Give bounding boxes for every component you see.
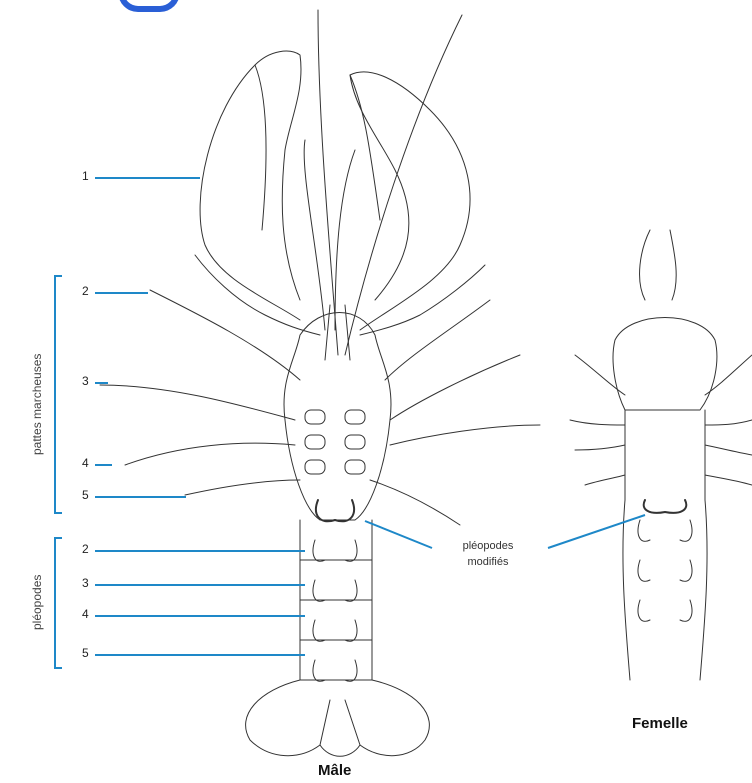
walking-leg (100, 385, 295, 420)
antennule (335, 150, 355, 330)
female-cephalothorax (613, 318, 717, 411)
tail-fan (246, 680, 430, 756)
male-antenna-right (345, 15, 462, 355)
antennule (304, 140, 325, 330)
left-claw (200, 51, 301, 320)
walking-leg (390, 425, 540, 445)
female-walking-legs (570, 355, 625, 485)
coxa (305, 410, 325, 424)
female-pleopod (638, 520, 692, 541)
male-caption: Mâle (318, 762, 351, 779)
walking-leg (150, 290, 300, 380)
right-claw-finger (350, 75, 380, 220)
walking-leg (390, 355, 520, 420)
female-abdomen (623, 500, 707, 680)
coxa (305, 460, 325, 474)
label-1: 1 (82, 169, 89, 183)
female-caption: Femelle (632, 715, 688, 732)
male-pleopod (313, 620, 357, 641)
label-2: 2 (82, 284, 89, 298)
coxa (345, 410, 365, 424)
label-5: 5 (82, 488, 89, 502)
callout-line-female (548, 515, 645, 548)
walking-leg (370, 480, 460, 525)
label-3: 3 (82, 374, 89, 388)
group-label-walking-legs: pattes marcheuses (30, 354, 44, 455)
coxa (345, 435, 365, 449)
female-pleopod (638, 600, 692, 621)
coxa (345, 460, 365, 474)
callout-modified-pleopods: pléopodes modifiés (428, 538, 548, 570)
female-modified-pleopods (644, 500, 687, 513)
modified-pleopods (316, 500, 354, 521)
female-pleopod (638, 560, 692, 581)
female-antennae (640, 230, 677, 300)
female-thorax-sides (625, 410, 705, 500)
callout-line2: modifiés (428, 554, 548, 570)
callout-line1: pléopodes (428, 538, 548, 554)
female-walking-legs (705, 355, 752, 485)
right-claw (350, 72, 470, 330)
group-label-pleopods: pléopodes (30, 575, 44, 630)
abdomen-segments (300, 560, 372, 640)
left-claw-finger (255, 65, 266, 230)
tail-fan-lines (320, 700, 360, 745)
right-carpus (360, 265, 485, 335)
pleopod-label-3: 3 (82, 576, 89, 590)
male-pleopod (313, 580, 357, 601)
pleopod-label-5: 5 (82, 646, 89, 660)
male-pleopod (313, 540, 357, 561)
bracket-walking-legs (55, 276, 62, 513)
walking-leg (185, 480, 300, 495)
coxa (305, 435, 325, 449)
bracket-pleopods (55, 538, 62, 668)
male-pleopod (313, 660, 357, 681)
pleopod-label-4: 4 (82, 607, 89, 621)
walking-leg (385, 300, 490, 380)
label-4: 4 (82, 456, 89, 470)
pleopod-label-2: 2 (82, 542, 89, 556)
walking-leg (125, 443, 295, 465)
callout-line-male (365, 521, 432, 548)
